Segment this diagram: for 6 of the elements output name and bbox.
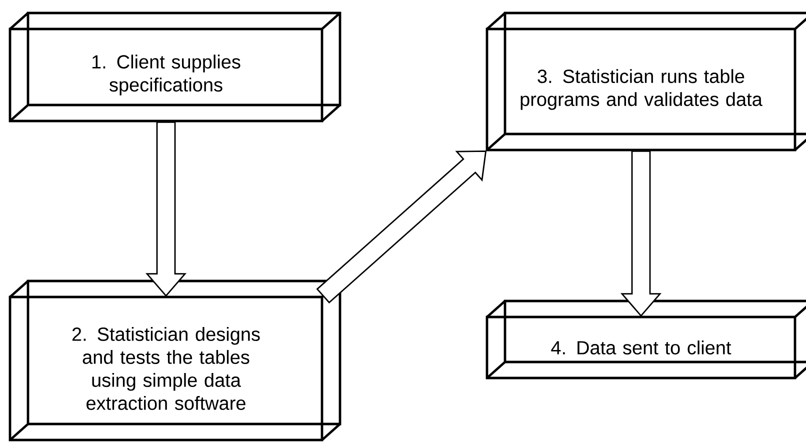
prism-box: 1. Client supplies specifications xyxy=(8,12,342,122)
block-arrow xyxy=(620,150,662,317)
prism-box: 4. Data sent to client xyxy=(486,300,806,380)
prism-box: 3. Statistician runs table programs and validates data xyxy=(486,12,806,152)
prism-box: 2. Statistician designs and tests the tables using simple data extraction software xyxy=(8,280,342,442)
block-arrow xyxy=(145,122,187,297)
